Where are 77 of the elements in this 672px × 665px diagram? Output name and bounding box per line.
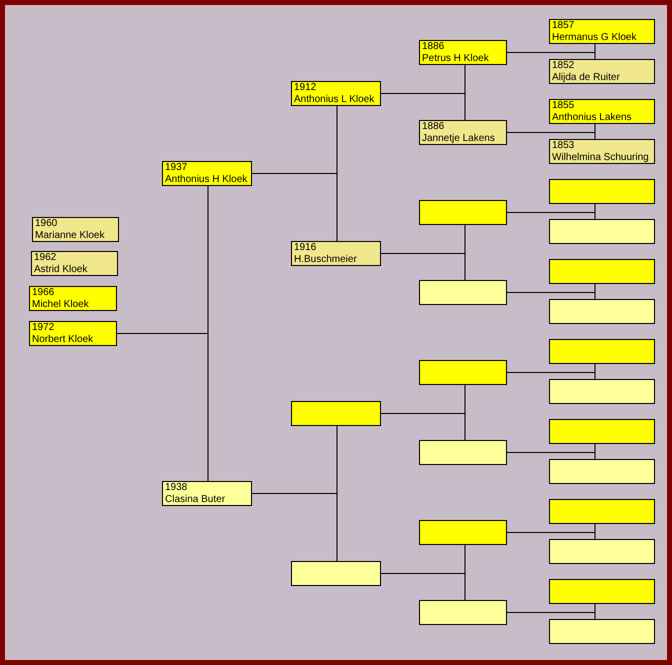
person-name: H.Buschmeier xyxy=(294,254,357,265)
person-box xyxy=(32,217,119,242)
person-box xyxy=(29,286,117,311)
person-box xyxy=(549,499,655,524)
person-box xyxy=(31,251,118,276)
person-name: Astrid Kloek xyxy=(34,264,88,275)
connector-line xyxy=(252,493,338,562)
person-name: Norbert Kloek xyxy=(32,334,94,345)
birth-year: 1912 xyxy=(294,82,316,94)
person-box xyxy=(162,481,252,506)
birth-year: 1966 xyxy=(32,287,54,298)
person-name: Petrus H Kloek xyxy=(422,52,489,64)
connector-line xyxy=(380,93,466,120)
person-box xyxy=(291,401,381,426)
person-name: Jannetje Lakens xyxy=(422,132,495,144)
birth-year: 1972 xyxy=(32,322,54,334)
person-box xyxy=(162,161,252,186)
person-box xyxy=(291,241,381,266)
birth-year: 1938 xyxy=(165,482,188,494)
person-name: Michel Kloek xyxy=(32,298,89,310)
person-box xyxy=(549,539,655,564)
person-box xyxy=(419,120,507,145)
person-box xyxy=(549,459,655,484)
person-box xyxy=(549,379,655,404)
birth-year: 1886 xyxy=(422,121,444,132)
birth-year: 1916 xyxy=(294,242,316,254)
person-box xyxy=(549,139,655,164)
person-box xyxy=(419,280,507,305)
person-box xyxy=(549,299,655,324)
connector-line xyxy=(506,532,596,540)
person-box xyxy=(291,561,381,586)
birth-year: 1937 xyxy=(165,162,188,174)
person-box xyxy=(419,600,507,625)
birth-year: 1857 xyxy=(552,20,574,32)
connector-line xyxy=(506,212,596,220)
person-box xyxy=(549,219,655,244)
person-name: Marianne Kloek xyxy=(35,230,104,241)
person-box xyxy=(549,339,655,364)
person-box xyxy=(549,179,655,204)
person-box xyxy=(419,520,507,545)
connector-line xyxy=(380,573,466,600)
person-box xyxy=(29,321,117,346)
connector-line xyxy=(116,333,208,482)
person-box xyxy=(549,419,655,444)
person-box xyxy=(549,259,655,284)
connector-line xyxy=(380,253,466,280)
connector-line xyxy=(506,452,596,460)
person-name: Anthonius L Kloek xyxy=(294,94,374,105)
connector-line xyxy=(506,372,596,380)
connector-line xyxy=(252,173,338,242)
connector-line xyxy=(506,132,596,140)
person-box xyxy=(419,440,507,465)
person-box xyxy=(549,19,655,44)
person-name: Hermanus G Kloek xyxy=(552,32,636,43)
connector-line xyxy=(380,413,466,440)
birth-year: 1886 xyxy=(422,41,444,52)
birth-year: 1852 xyxy=(552,60,574,72)
person-box xyxy=(549,99,655,124)
person-box xyxy=(419,40,507,65)
person-box xyxy=(549,619,655,644)
person-box xyxy=(291,81,381,106)
birth-year: 1853 xyxy=(552,140,574,152)
birth-year: 1855 xyxy=(552,100,574,112)
person-name: Clasina Buter xyxy=(165,494,226,505)
person-name: Anthonius Lakens xyxy=(552,112,632,123)
person-box xyxy=(419,200,507,225)
birth-year: 1962 xyxy=(34,252,56,264)
person-box xyxy=(549,59,655,84)
connector-line xyxy=(506,612,596,620)
birth-year: 1960 xyxy=(35,218,58,230)
person-name: Wilhelmina Schuuring xyxy=(552,152,649,163)
person-box xyxy=(419,360,507,385)
person-name: Anthonius H Kloek xyxy=(165,174,248,185)
connector-line xyxy=(506,52,596,60)
connector-line xyxy=(506,292,596,300)
person-box xyxy=(549,579,655,604)
person-name: Alijda de Ruiter xyxy=(552,72,620,83)
